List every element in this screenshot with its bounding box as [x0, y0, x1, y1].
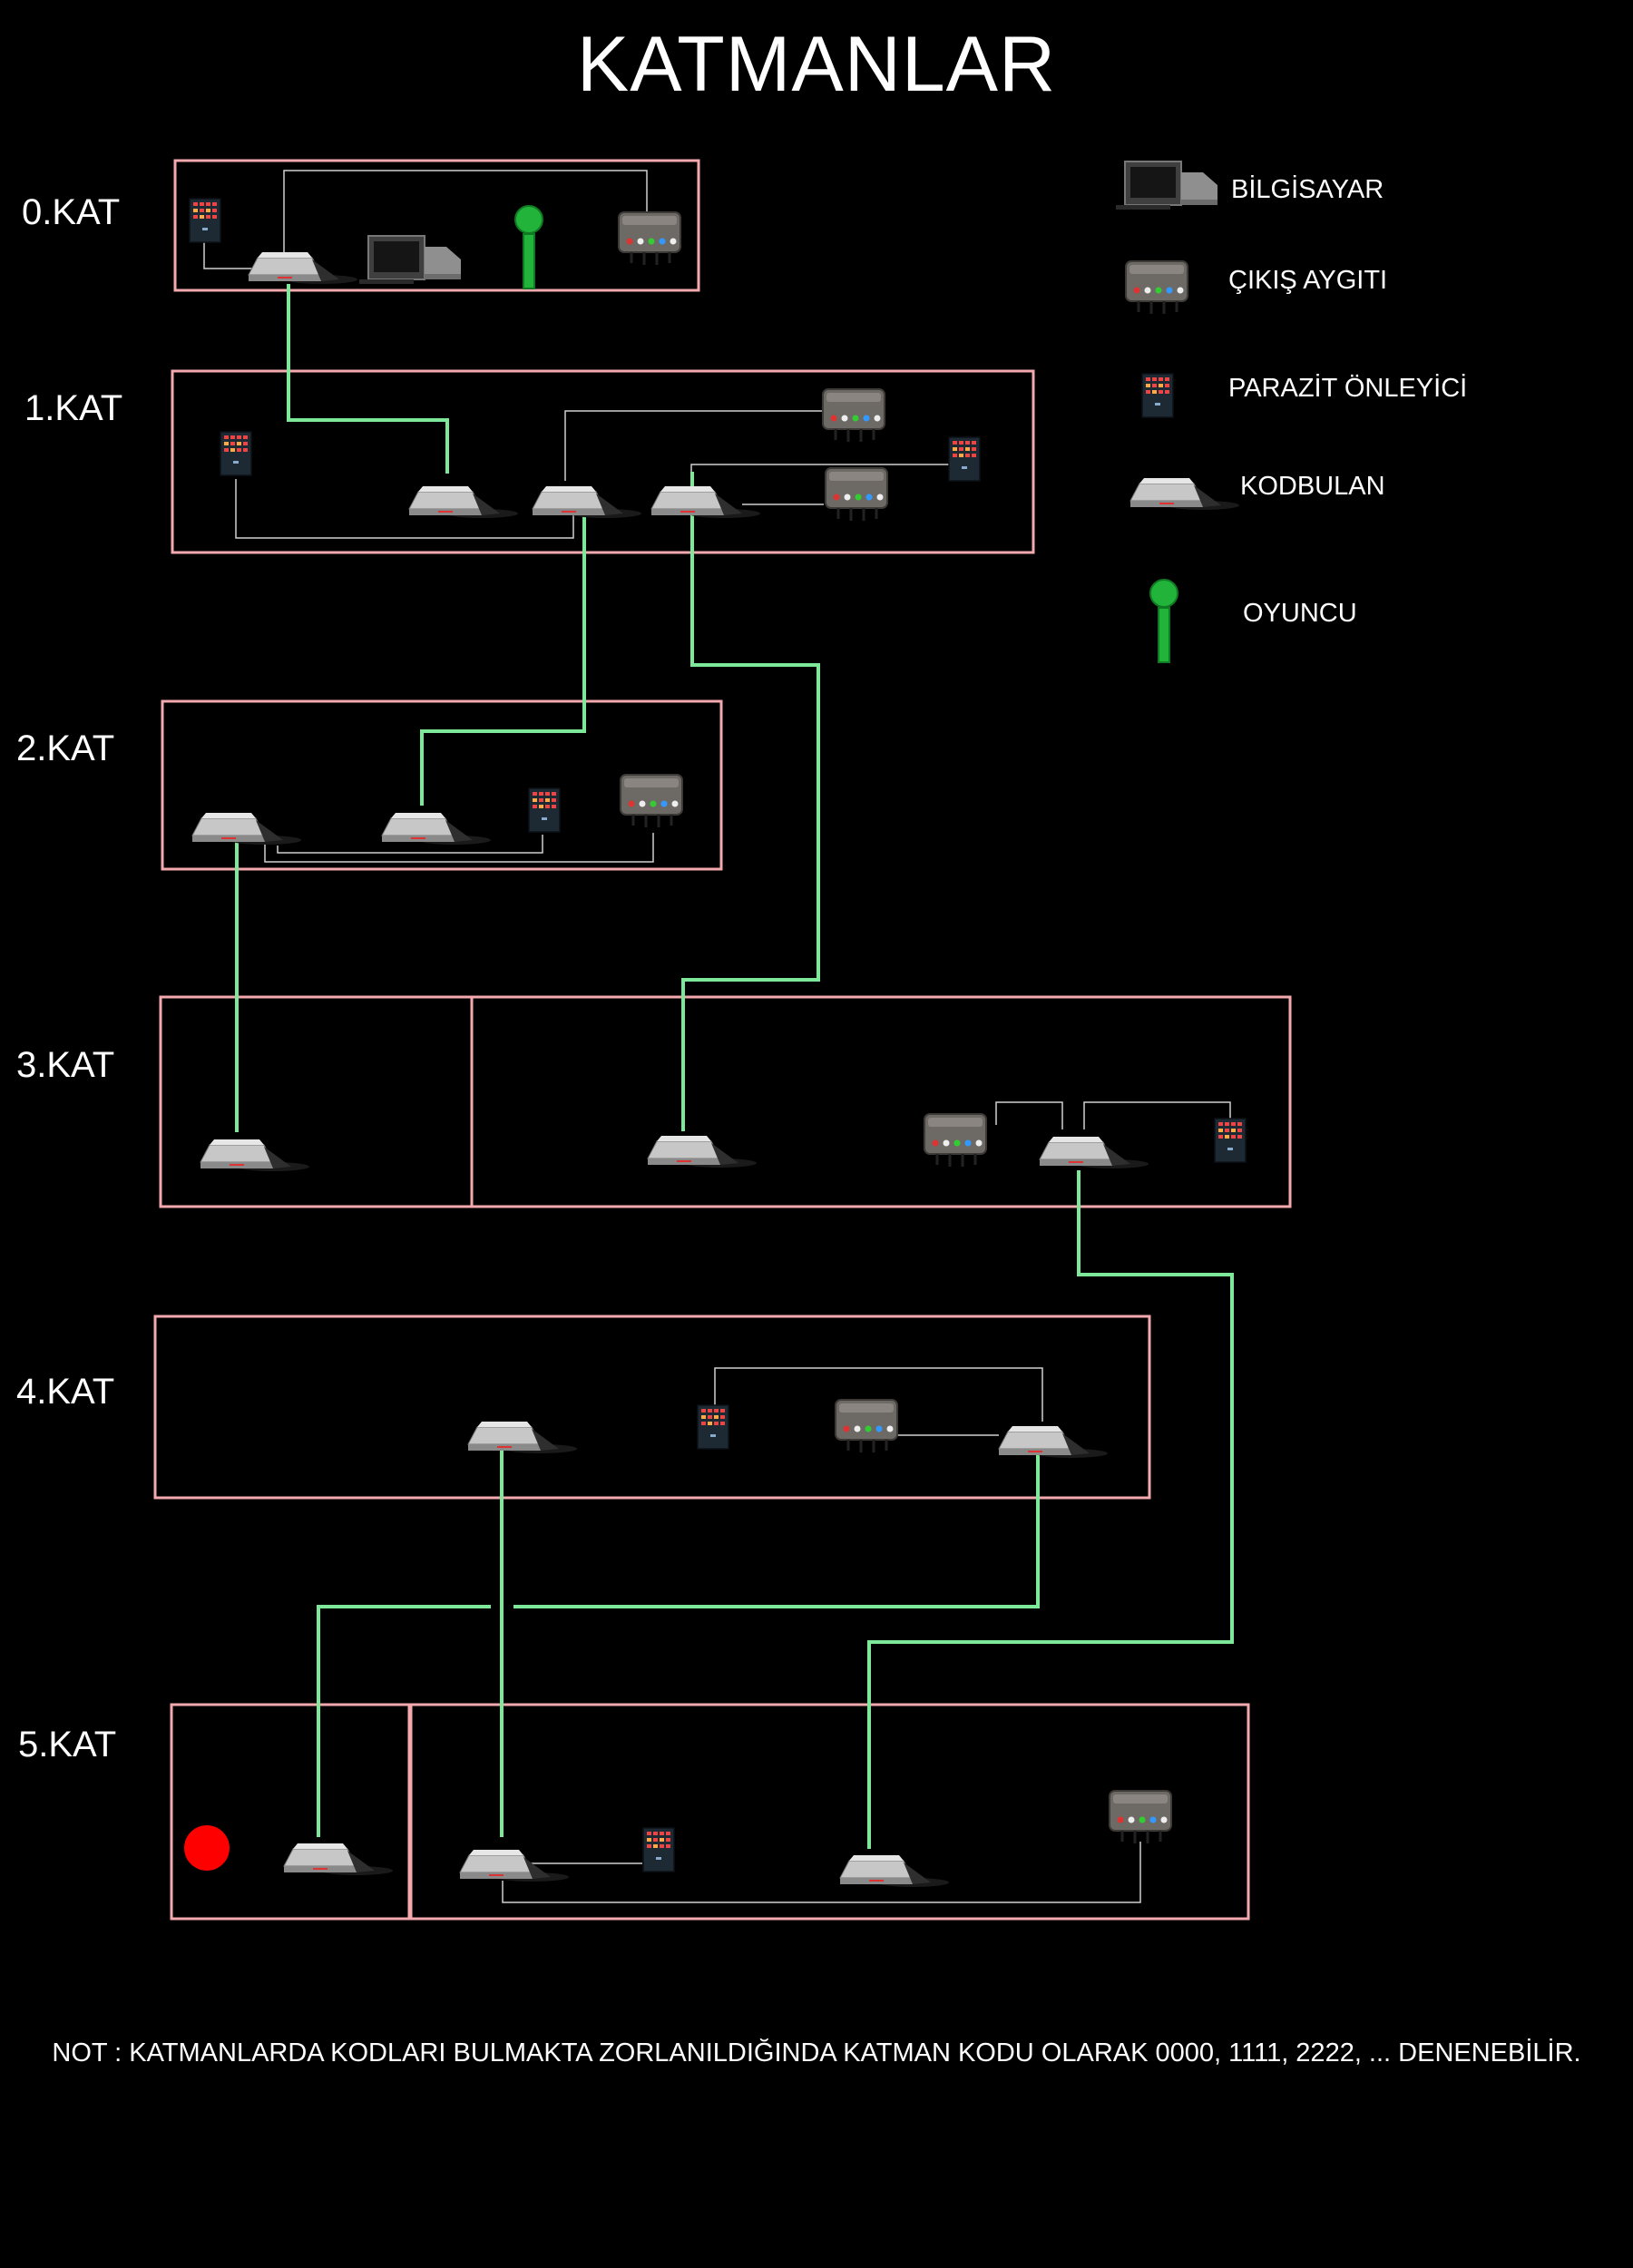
floor-label-0: 0.KAT: [22, 192, 121, 232]
interference-blocker-icon: [948, 436, 981, 482]
room-floor-5-left: [170, 1703, 411, 1921]
room-floor-3-left: [159, 995, 474, 1208]
wire-connections: [203, 170, 1231, 1903]
code-finder-icon: [283, 1843, 394, 1876]
legend-code-finder-icon: [1129, 477, 1240, 511]
interference-blocker-icon: [220, 431, 252, 476]
player-icon: [514, 205, 543, 289]
output-device-icon: [834, 1398, 899, 1454]
target-marker: [184, 1825, 230, 1871]
code-finder-icon: [532, 485, 642, 519]
legend-player-icon: [1149, 579, 1178, 663]
legend-label-player: OYUNCU: [1243, 599, 1357, 628]
legend-computer-icon: [1115, 161, 1218, 210]
floor-label-2: 2.KAT: [16, 728, 115, 768]
interference-blocker-icon: [528, 787, 561, 833]
output-device-icon: [923, 1112, 988, 1168]
code-finder-icon: [998, 1425, 1109, 1459]
code-finder-icon: [408, 485, 519, 519]
room-floor-2: [161, 699, 723, 871]
room-floor-4: [153, 1315, 1151, 1500]
room-floor-5-right: [409, 1703, 1250, 1921]
hint-note: NOT : KATMANLARDA KODLARI BULMAKTA ZORLA…: [52, 2038, 1581, 2068]
output-device-icon: [824, 466, 889, 523]
code-finder-icon: [467, 1421, 578, 1454]
code-finder-icon: [191, 812, 302, 846]
room-floor-0: [173, 159, 700, 292]
interference-blocker-icon: [697, 1404, 729, 1450]
legend-output-device-icon: [1124, 259, 1189, 316]
code-finder-icon: [650, 485, 761, 519]
legend-interference-blocker-icon: [1141, 373, 1174, 418]
interference-blocker-icon: [642, 1827, 675, 1872]
interference-blocker-icon: [1214, 1118, 1247, 1163]
room-floor-1: [171, 369, 1035, 554]
code-finder-icon: [1039, 1136, 1149, 1169]
legend-label-interference-blocker: PARAZİT ÖNLEYİCİ: [1228, 374, 1468, 403]
signal-links: [235, 284, 1234, 1849]
output-device-icon: [617, 210, 682, 267]
legend-label-code-finder: KODBULAN: [1240, 472, 1385, 501]
floor-label-5: 5.KAT: [18, 1725, 117, 1765]
code-finder-icon: [381, 812, 492, 846]
interference-blocker-icon: [189, 198, 221, 243]
legend-label-computer: BİLGİSAYAR: [1231, 175, 1384, 204]
computer-icon: [358, 235, 462, 285]
floor-label-1: 1.KAT: [24, 388, 123, 428]
output-device-icon: [619, 773, 684, 829]
code-finder-icon: [248, 251, 358, 285]
code-finder-icon: [839, 1854, 950, 1888]
code-finder-icon: [459, 1849, 570, 1882]
legend-label-output-device: ÇIKIŞ AYGITI: [1228, 266, 1388, 295]
floor-label-3: 3.KAT: [16, 1045, 115, 1085]
output-device-icon: [821, 387, 886, 444]
code-finder-icon: [647, 1135, 758, 1168]
floor-label-4: 4.KAT: [16, 1372, 115, 1412]
output-device-icon: [1108, 1789, 1173, 1845]
code-finder-icon: [200, 1139, 310, 1172]
room-floor-3-right: [470, 995, 1292, 1208]
page-title: KATMANLAR: [576, 21, 1057, 108]
